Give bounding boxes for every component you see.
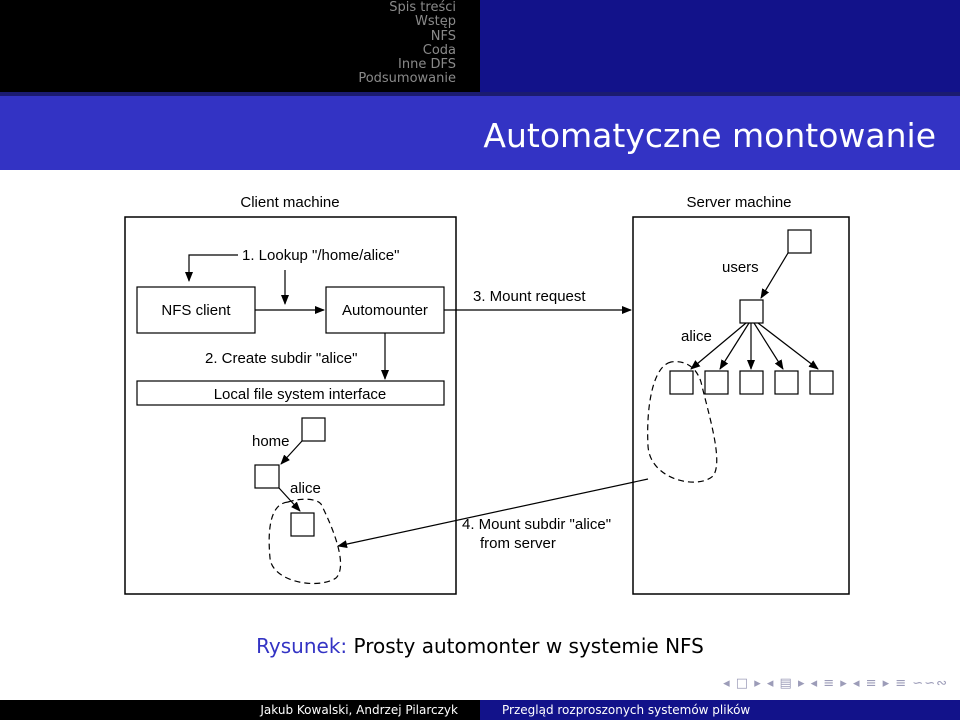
figure-caption: Rysunek: Prosty automonter w systemie NF… (0, 634, 960, 658)
nav-item-coda[interactable]: Coda (422, 42, 456, 58)
section-nav: Spis treści Wstęp NFS Coda Inne DFS Pods… (0, 0, 480, 93)
caption-text: Prosty automonter w systemie NFS (353, 634, 704, 658)
automounter-label: Automounter (342, 302, 428, 319)
client-machine-title: Client machine (240, 194, 339, 211)
nfs-client-label: NFS client (161, 302, 231, 319)
lookup-arrow (185, 254, 238, 282)
users-label: users (722, 259, 759, 276)
root-to-users-arrow (760, 252, 789, 299)
nav-item-intro[interactable]: Wstęp (415, 14, 456, 30)
step3-label: 3. Mount request (473, 288, 586, 305)
users-to-alice-arrow (690, 322, 747, 370)
footer: Jakub Kowalski, Andrzej Pilarczyk Przegl… (0, 700, 960, 720)
nav-item-summary[interactable]: Podsumowanie (358, 71, 456, 87)
users-to-child4-arrow (753, 322, 784, 370)
step2-label: 2. Create subdir "alice" (205, 350, 357, 367)
users-to-child2-arrow (719, 322, 750, 370)
users-to-child5-arrow (757, 322, 819, 370)
step4-label-line2: from server (480, 535, 556, 552)
server-alice-label: alice (681, 328, 712, 345)
step4-label-line1: 4. Mount subdir "alice" (462, 516, 611, 533)
footer-title: Przegląd rozproszonych systemów plików (480, 700, 960, 720)
root-to-home-arrow (280, 440, 303, 465)
nav-item-nfs[interactable]: NFS (430, 28, 456, 44)
nav-item-contents[interactable]: Spis treści (389, 0, 456, 15)
home-to-alice-arrow (278, 487, 301, 512)
home-root-node (301, 417, 326, 442)
client-alice-node (290, 512, 315, 537)
server-user-node-4 (774, 370, 799, 395)
step1-label: 1. Lookup "/home/alice" (242, 247, 399, 264)
home-node (254, 464, 280, 489)
local-fs-label: Local file system interface (214, 386, 387, 403)
server-user-node-5 (809, 370, 834, 395)
home-label: home (252, 433, 290, 450)
frame-title-bar (0, 92, 960, 170)
server-user-node-2 (704, 370, 729, 395)
automounter-box (325, 286, 445, 334)
beamer-navigation-symbols[interactable]: ◂ □ ▸ ◂ ▤ ▸ ◂ ≡ ▸ ◂ ≡ ▸ ≡ ∽∽∾ (723, 676, 948, 691)
server-machine-title: Server machine (686, 194, 791, 211)
nav-right-panel (480, 0, 960, 92)
client-alice-label: alice (290, 480, 321, 497)
top-navigation: Spis treści Wstęp NFS Coda Inne DFS Pods… (0, 0, 960, 93)
server-alice-node (669, 370, 694, 395)
footer-authors: Jakub Kowalski, Andrzej Pilarczyk (0, 700, 480, 720)
caption-label: Rysunek: (256, 634, 348, 658)
mount-subdir-arrow (337, 478, 649, 549)
server-user-node-3 (739, 370, 764, 395)
nav-item-other-dfs[interactable]: Inne DFS (398, 57, 456, 73)
frame-title: Automatyczne montowanie (483, 116, 936, 155)
client-machine-box (124, 216, 457, 595)
users-node (739, 299, 764, 324)
automount-diagram: Client machine Server machine 1. Lookup … (124, 194, 850, 595)
local-fs-box (136, 380, 445, 406)
server-root-node (787, 229, 812, 254)
server-machine-box (632, 216, 850, 595)
nfs-client-box (136, 286, 256, 334)
client-mount-outline (268, 498, 342, 585)
